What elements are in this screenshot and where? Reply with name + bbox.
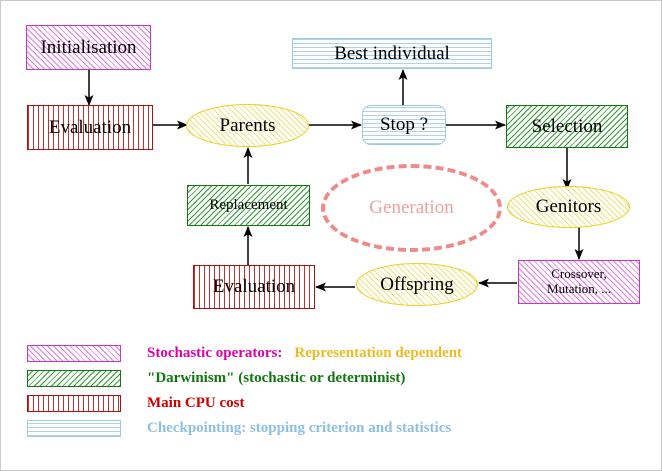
node-crossover-mutation-label: Crossover, Mutation, ...: [547, 266, 611, 296]
node-replacement[interactable]: Replacement: [187, 185, 310, 226]
node-offspring-label: Offspring: [380, 273, 454, 295]
node-replacement-label: Replacement: [209, 196, 288, 213]
legend-label-darwinism: "Darwinism" (stochastic or determinist): [147, 370, 406, 386]
node-parents[interactable]: Parents: [186, 104, 309, 147]
node-stop[interactable]: Stop ?: [362, 105, 446, 145]
node-genitors-label: Genitors: [535, 196, 602, 218]
node-evaluation-top[interactable]: Evaluation: [27, 105, 153, 150]
legend-text-secondary: Representation dependent: [294, 345, 463, 361]
legend-swatch-darwinism: [27, 370, 121, 387]
legend-swatch-stochastic-operators: [27, 345, 121, 362]
node-selection[interactable]: Selection: [506, 105, 628, 148]
legend-text-primary: Stochastic operators:: [147, 345, 283, 361]
node-stop-label: Stop ?: [379, 114, 429, 136]
node-crossover-mutation[interactable]: Crossover, Mutation, ...: [518, 260, 640, 304]
generation-label: Generation: [369, 197, 454, 218]
legend-row: Checkpointing: stopping criterion and st…: [1, 416, 661, 441]
node-genitors[interactable]: Genitors: [507, 186, 630, 228]
node-parents-label: Parents: [219, 114, 276, 136]
node-initialisation-label: Initialisation: [40, 36, 137, 58]
legend-label-main-cpu-cost: Main CPU cost: [147, 395, 245, 411]
node-evaluation-top-label: Evaluation: [48, 116, 132, 138]
legend-swatch-checkpointing: [27, 420, 121, 437]
node-evaluation-bottom-label: Evaluation: [212, 276, 296, 298]
node-offspring[interactable]: Offspring: [356, 263, 478, 306]
generation-zone: Generation: [321, 164, 502, 252]
node-evaluation-bottom[interactable]: Evaluation: [193, 265, 315, 309]
legend-row: Main CPU cost: [1, 391, 661, 416]
node-best-individual[interactable]: Best individual: [292, 38, 492, 69]
legend: Stochastic operators: Representation depe…: [1, 341, 661, 441]
legend-swatch-main-cpu-cost: [27, 395, 121, 412]
legend-label-stochastic-operators: Stochastic operators: Representation depe…: [147, 345, 462, 362]
legend-row: Stochastic operators: Representation depe…: [1, 341, 661, 366]
legend-row: "Darwinism" (stochastic or determinist): [1, 366, 661, 391]
node-best-individual-label: Best individual: [334, 42, 450, 64]
legend-label-checkpointing: Checkpointing: stopping criterion and st…: [147, 420, 452, 436]
node-initialisation[interactable]: Initialisation: [26, 25, 151, 70]
node-selection-label: Selection: [531, 115, 603, 137]
